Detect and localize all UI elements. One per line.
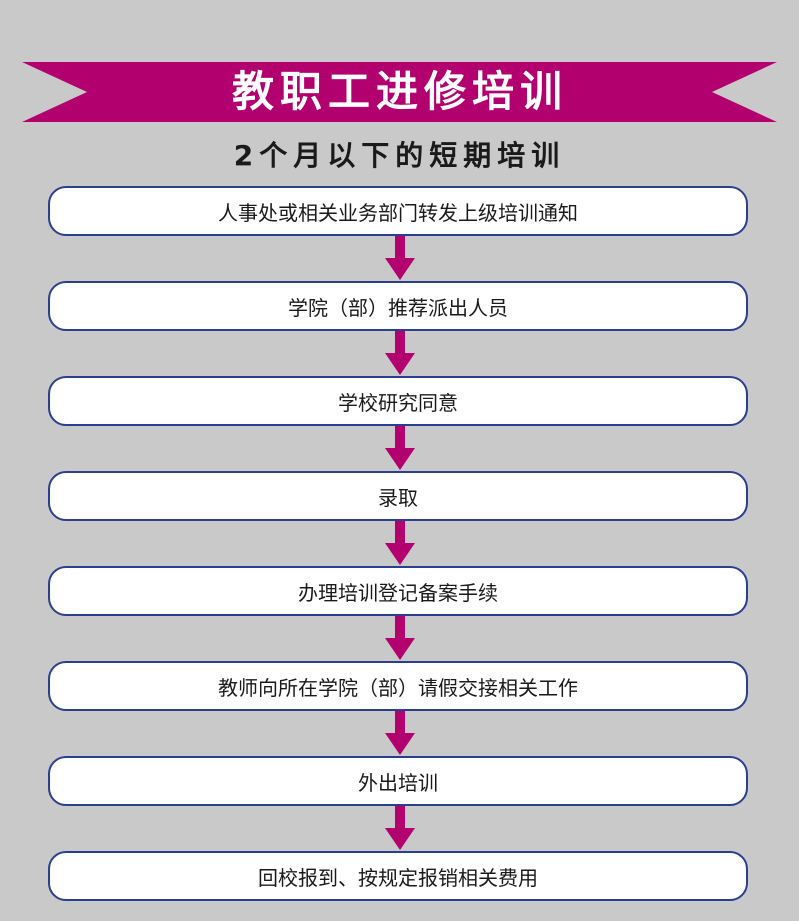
arrow-down-icon [385,331,415,375]
flow-step-label: 学校研究同意 [338,390,458,415]
flow-step-2: 学院（部）推荐派出人员 [48,281,748,331]
banner-ribbon [22,62,777,122]
flow-step-1: 人事处或相关业务部门转发上级培训通知 [48,186,748,236]
flow-step-7: 外出培训 [48,756,748,806]
arrow-down-icon [385,521,415,565]
title-banner [22,62,777,122]
flow-step-3: 学校研究同意 [48,376,748,426]
arrow-down-icon [385,616,415,660]
flow-step-label: 回校报到、按规定报销相关费用 [258,865,538,890]
flow-step-label: 人事处或相关业务部门转发上级培训通知 [218,200,578,225]
arrow-down-icon [385,806,415,850]
flow-step-label: 学院（部）推荐派出人员 [288,295,508,320]
flow-step-5: 办理培训登记备案手续 [48,566,748,616]
flow-step-label: 教师向所在学院（部）请假交接相关工作 [218,675,578,700]
flow-step-8: 回校报到、按规定报销相关费用 [48,851,748,901]
flow-step-label: 办理培训登记备案手续 [298,580,498,605]
flow-step-label: 外出培训 [358,770,438,795]
flow-step-label: 录取 [378,485,418,510]
arrow-down-icon [385,236,415,280]
banner-title: 教职工进修培训 [231,67,568,116]
flow-step-4: 录取 [48,471,748,521]
arrow-down-icon [385,711,415,755]
subtitle: 2个月以下的短期培训 [233,139,566,172]
arrow-down-icon [385,426,415,470]
flow-step-6: 教师向所在学院（部）请假交接相关工作 [48,661,748,711]
